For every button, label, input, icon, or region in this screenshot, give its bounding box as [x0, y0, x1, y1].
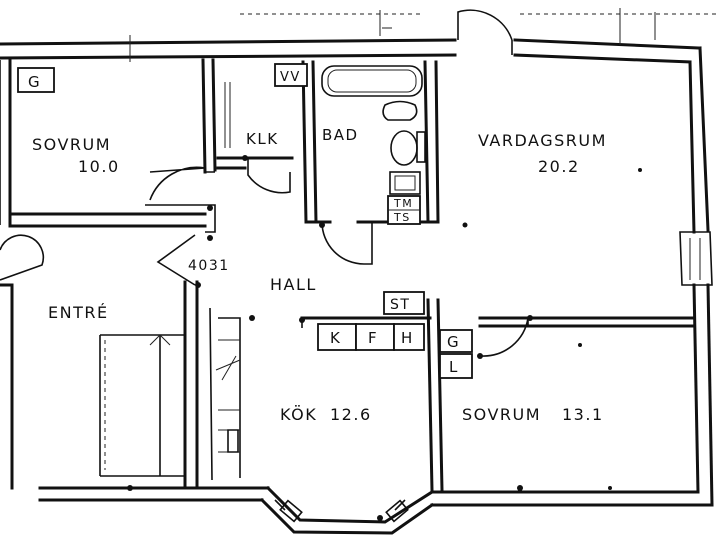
room-sovrum-2-name: SOVRUM [462, 405, 541, 424]
room-bad-name: BAD [322, 126, 359, 144]
fixture-g-kitchen: G [447, 333, 460, 351]
fixture-vv: VV [280, 70, 301, 85]
room-klk-name: KLK [246, 130, 279, 148]
room-labels: SOVRUM 10.0 VARDAGSRUM 20.2 KLK BAD ENTR… [32, 126, 607, 424]
room-sovrum-1-area: 10.0 [78, 157, 120, 176]
room-vardagsrum-area: 20.2 [538, 157, 580, 176]
fixture-k: K [330, 329, 341, 347]
bath-fixtures [321, 65, 426, 195]
fixture-boxes [17, 63, 473, 379]
fixture-l: L [449, 358, 459, 376]
outer-walls [0, 8, 720, 535]
fixture-labels: G VV TM TS ST K F H G L [28, 70, 460, 376]
room-kok-name: KÖK [280, 405, 317, 424]
fixture-h: H [401, 329, 414, 347]
fixture-ts: TS [393, 211, 411, 224]
fixture-g-top: G [28, 73, 41, 91]
interior-walls [0, 58, 696, 492]
room-hall-name: HALL [270, 275, 317, 294]
room-entre-name: ENTRÉ [48, 303, 109, 322]
room-sovrum-1-name: SOVRUM [32, 135, 111, 154]
fixture-f: F [368, 329, 378, 347]
marks [127, 155, 642, 521]
room-sovrum-2-area: 13.1 [562, 405, 604, 424]
room-kok-area: 12.6 [330, 405, 372, 424]
doors [0, 9, 529, 523]
fixture-st: ST [390, 297, 410, 313]
door-code-label: 4031 [188, 258, 230, 274]
room-vardagsrum-name: VARDAGSRUM [478, 131, 607, 150]
fixture-tm: TM [393, 197, 413, 210]
